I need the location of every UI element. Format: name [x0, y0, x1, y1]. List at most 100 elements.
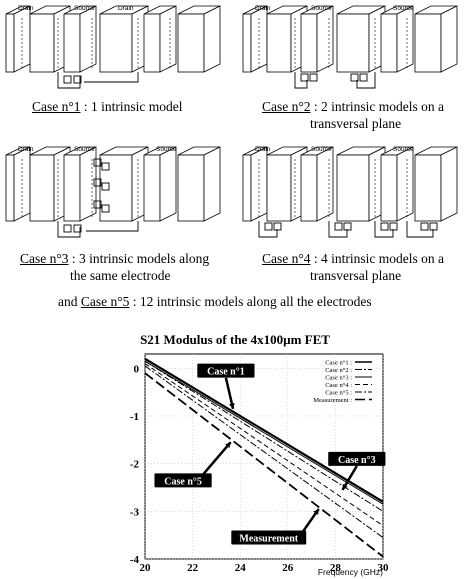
source-label: Source — [311, 146, 332, 153]
intrinsic-model-icon — [73, 75, 82, 84]
annotation-label: Case n°5 — [164, 476, 202, 487]
source-finger — [177, 5, 221, 73]
intrinsic-model-icon — [63, 75, 72, 84]
legend-label: Case n°5 : — [325, 390, 352, 397]
drain-finger — [300, 146, 334, 222]
annotation-arrowhead — [342, 483, 348, 490]
annotation-label: Case n°1 — [207, 367, 245, 378]
annotation-arrowhead — [225, 442, 231, 449]
intrinsic-model-icon — [309, 73, 318, 82]
source-label: Source — [74, 146, 95, 153]
x-tick-label: 24 — [235, 562, 247, 574]
intrinsic-model-icon — [101, 204, 110, 213]
intrinsic-model-icon — [63, 224, 72, 233]
intrinsic-model-icon — [101, 182, 110, 191]
drain-label: Drain — [255, 5, 271, 12]
x-tick-label: 22 — [187, 562, 199, 574]
chart-title: S21 Modulus of the 4x100µm FET — [140, 332, 330, 347]
source-finger — [414, 146, 458, 222]
intrinsic-model-icon — [420, 222, 429, 231]
y-tick-label: -1 — [130, 411, 139, 423]
source-label: Source — [74, 5, 95, 12]
caption-case2: Case n°2 : 2 intrinsic models on a trans… — [262, 99, 444, 131]
annotation-arrowhead — [229, 403, 235, 409]
x-tick-label: 28 — [330, 562, 342, 574]
drain-label: Drain — [18, 146, 34, 153]
caption-case4: Case n°4 : 4 intrinsic models on a trans… — [262, 251, 444, 283]
intrinsic-model-icon — [93, 178, 102, 187]
source-finger — [336, 5, 386, 73]
drain-finger — [63, 146, 97, 222]
source-finger — [177, 146, 221, 222]
electrode-diagram-case2: Drain Source Source — [242, 5, 458, 89]
electrode-diagram-case4: Drain Source Source — [242, 146, 458, 238]
drain-label: Drain — [18, 5, 34, 12]
legend-label: Case n°3 : — [325, 375, 352, 382]
drain-finger — [380, 146, 414, 222]
intrinsic-model-icon — [273, 222, 282, 231]
drain-finger — [143, 5, 177, 73]
source-finger — [99, 146, 149, 222]
intrinsic-model-icon — [380, 222, 389, 231]
series-line — [144, 365, 384, 538]
source-label: Source — [393, 146, 414, 153]
drain-finger — [143, 146, 177, 222]
electrode-diagram-case1: Drain Source Drain — [5, 5, 221, 89]
intrinsic-model-icon — [343, 222, 352, 231]
series-line — [144, 360, 384, 505]
s21-chart: S21 Modulus of the 4x100µm FET 20 22 24 26 2… — [130, 332, 390, 577]
y-tick-label: 0 — [134, 363, 140, 375]
y-tick-label: -4 — [130, 554, 140, 566]
intrinsic-model-icon — [93, 200, 102, 209]
series-line — [144, 372, 384, 558]
intrinsic-model-icon — [359, 73, 368, 82]
source-finger — [99, 5, 149, 73]
caption-case3: Case n°3 : 3 intrinsic models along the … — [20, 251, 210, 283]
intrinsic-model-icon — [264, 222, 273, 231]
source-finger — [414, 5, 458, 73]
annotation-label: Case n°3 — [338, 455, 376, 466]
annotation-arrowhead — [313, 508, 319, 515]
source-label: Source — [156, 146, 177, 153]
legend-label: Case n°1 : — [325, 360, 352, 367]
drain-finger — [63, 5, 97, 73]
annotation-label: Measurement — [239, 534, 298, 545]
annotation-arrow — [224, 377, 235, 410]
legend-label: Case n°2 : — [325, 367, 352, 374]
annotation-box — [197, 363, 255, 378]
caption-case1: Case n°1 : 1 intrinsic model — [32, 99, 183, 114]
drain-label: Drain — [118, 5, 134, 12]
drain-finger — [380, 5, 414, 73]
drain-finger — [242, 5, 268, 73]
source-finger — [336, 146, 386, 222]
y-tick-label: -2 — [130, 459, 140, 471]
intrinsic-model-icon — [334, 222, 343, 231]
annotation-box — [328, 451, 386, 466]
x-tick-label: 20 — [140, 562, 152, 574]
electrode-diagram-case3: Drain Source Source — [5, 146, 221, 238]
x-axis-label: Frequency (GHz) — [318, 567, 383, 577]
intrinsic-model-icon — [101, 162, 110, 171]
drain-finger — [5, 5, 31, 73]
intrinsic-model-icon — [300, 73, 309, 82]
drain-label: Drain — [255, 146, 271, 153]
drain-finger — [242, 146, 268, 222]
intrinsic-model-icon — [73, 224, 82, 233]
annotation-box — [231, 530, 307, 545]
intrinsic-model-icon — [389, 222, 398, 231]
drain-finger — [5, 146, 31, 222]
drain-finger — [300, 5, 334, 73]
legend-label: Case n°4 : — [325, 382, 352, 389]
intrinsic-model-icon — [350, 73, 359, 82]
caption-case5: and Case n°5 : 12 intrinsic models along… — [58, 294, 372, 309]
annotation-box — [154, 473, 212, 488]
x-tick-label: 26 — [282, 562, 294, 574]
source-label: Source — [311, 5, 332, 12]
series-line — [144, 357, 384, 503]
legend-label: Measurement : — [313, 397, 352, 404]
intrinsic-model-icon — [93, 158, 102, 167]
intrinsic-model-icon — [429, 222, 438, 231]
x-tick-label: 30 — [378, 562, 390, 574]
annotation-arrow — [201, 441, 232, 477]
y-tick-label: -3 — [130, 506, 140, 518]
